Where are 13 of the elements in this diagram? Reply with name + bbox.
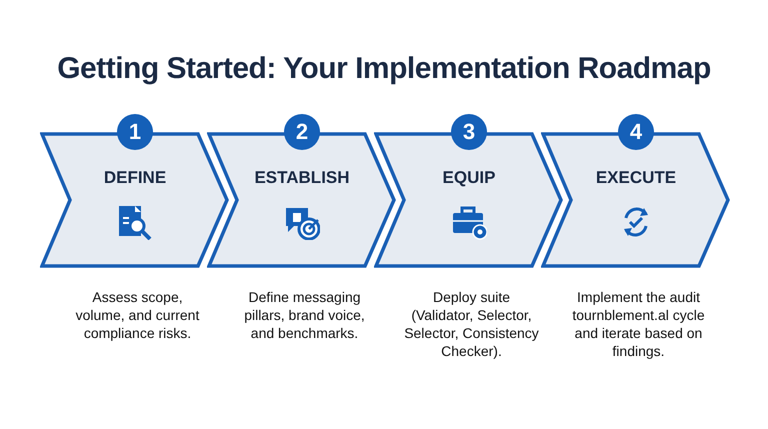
step-title: ESTABLISH: [253, 168, 351, 188]
step-description: Define messaging pillars, brand voice, and benchmarks.: [243, 288, 366, 342]
step-number-circle: 2: [284, 114, 320, 150]
step-description: Implement the audit tournblement.al cycle and iterate based on findings.: [571, 288, 706, 360]
step-title: EXECUTE: [594, 168, 678, 188]
page-title: Getting Started: Your Implementation Roadmap: [56, 52, 712, 86]
step-title: EQUIP: [442, 168, 496, 188]
step-number-circle: 1: [117, 114, 153, 150]
step-title: DEFINE: [102, 168, 168, 188]
step-number-circle: 4: [618, 114, 654, 150]
step-description: Deploy suite (Validator, Selector, Selector, Consistency Checker).: [404, 288, 539, 360]
step-description: Assess scope, volume, and current compliance risks.: [74, 288, 200, 342]
step-number-circle: 3: [451, 114, 487, 150]
